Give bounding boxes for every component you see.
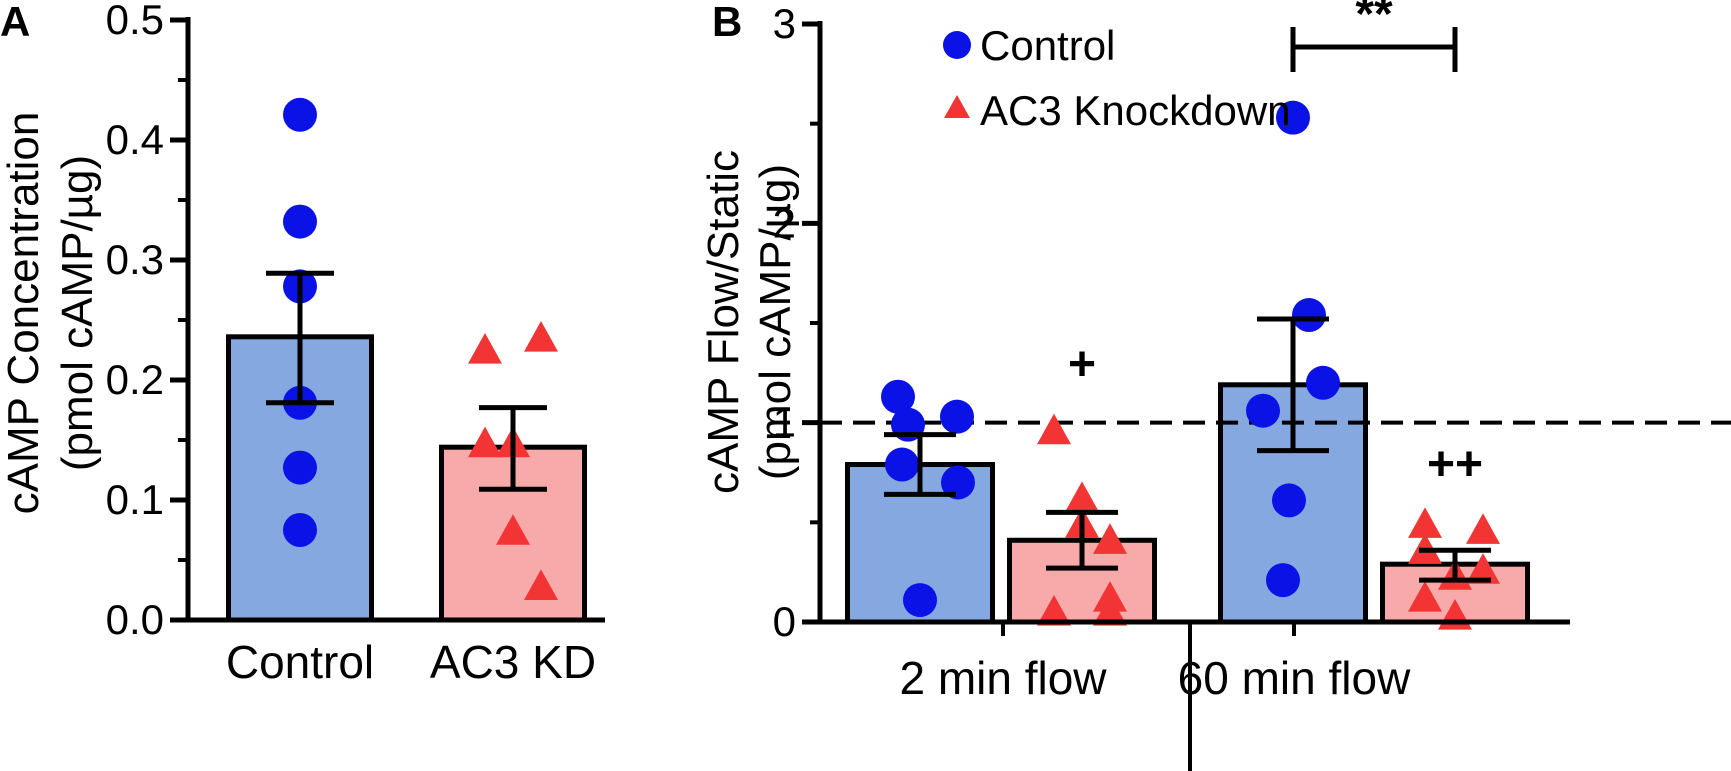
panel-a-errorbar-0: [266, 270, 334, 406]
panel-b-xtick-label-1: 60 min flow: [1178, 652, 1411, 704]
panel-a-point-1-5: [524, 569, 558, 600]
panel-b-point-0-3: [885, 447, 919, 482]
panel-b-errorbar-0: [884, 432, 956, 497]
panel-b-point-1-3: [1093, 523, 1127, 554]
panel-b-ytick-label-1: 1: [773, 399, 796, 446]
panel-b-ylabel: cAMP Flow/Static: [699, 150, 748, 494]
panel-b-ytick-label-3: 3: [773, 0, 796, 47]
panel-a-point-0-4: [283, 450, 317, 485]
panel-b-point-3-5: [1408, 581, 1442, 612]
legend-kd-marker: [944, 95, 970, 118]
panel-b-point-3-0: [1408, 507, 1442, 538]
panel-b-xtick-label-0: 2 min flow: [899, 652, 1107, 704]
panel-b-letter: B: [712, 0, 742, 45]
panel-b-point-0-2: [940, 399, 974, 434]
panel-b-errorbar-2: [1257, 316, 1329, 454]
panel-a-letter: A: [0, 0, 30, 45]
legend-control-marker: [943, 31, 971, 59]
panel-b-point-0-4: [941, 465, 975, 500]
panel-b-point-1-0: [1037, 413, 1071, 445]
panel-b-sig-kd-2min: +: [1068, 338, 1096, 391]
panel-a-ytick-label-1: 0.1: [106, 476, 164, 523]
panel-b-sig-kd-60min: ++: [1427, 438, 1483, 491]
legend-control-label: Control: [980, 22, 1115, 69]
panel-b-errorbar-3: [1419, 547, 1491, 583]
panel-b-point-1-6: [1093, 595, 1127, 626]
panel-b-point-2-0: [1276, 100, 1310, 135]
panel-b-point-0-5: [903, 583, 937, 618]
panel-b-bracket: [1290, 27, 1458, 72]
panel-b-point-3-1: [1466, 513, 1500, 544]
panel-a-ytick-label-4: 0.4: [106, 116, 164, 163]
panel-a-point-0-1: [283, 204, 317, 239]
panel-a-point-0-5: [283, 513, 317, 547]
panel-a-xtick-label-0: Control: [226, 636, 374, 688]
panel-a-point-1-0: [468, 333, 502, 364]
panel-a-errorbar-1: [479, 405, 547, 492]
panel-a-ytick-label-5: 0.5: [106, 0, 164, 43]
panel-b-point-0-0: [881, 379, 915, 414]
panel-b-ylabel-units: (pmol cAMP/µg): [751, 164, 800, 480]
panel-a-ylabel: cAMP Concentration: [0, 112, 48, 515]
panel-b-ytick-label-0: 0: [773, 598, 796, 645]
panel-a-ylabel-units: (pmol cAMP/µg): [53, 155, 102, 471]
panel-b-ytick-label-2: 2: [773, 199, 796, 246]
panel-b-point-2-2: [1306, 365, 1340, 400]
panel-a-ytick-label-3: 0.3: [106, 236, 164, 283]
panel-a-point-1-4: [496, 514, 530, 545]
panel-b-point-1-5: [1037, 595, 1071, 626]
panel-a-point-1-1: [524, 321, 558, 352]
panel-b-point-2-5: [1266, 563, 1300, 598]
panel-b-sig-bracket: **: [1355, 0, 1393, 41]
panel-b-errorbar-1: [1046, 509, 1118, 571]
panel-a-ytick-label-0: 0.0: [106, 596, 164, 643]
panel-a-point-0-0: [283, 97, 317, 132]
panel-b-point-3-3: [1466, 553, 1500, 584]
panel-b-point-2-4: [1272, 483, 1306, 518]
panel-b-point-1-1: [1065, 481, 1099, 513]
panel-b-point-2-3: [1246, 393, 1280, 428]
panel-b-point-2-1: [1292, 298, 1326, 333]
panel-a-xtick-label-1: AC3 KD: [430, 636, 596, 688]
panel-a-point-1-3: [468, 426, 502, 458]
panel-a-ytick-label-2: 0.2: [106, 356, 164, 403]
legend-kd-label: AC3 Knockdown: [980, 87, 1291, 134]
legend: Control AC3 Knockdown: [943, 22, 1291, 134]
